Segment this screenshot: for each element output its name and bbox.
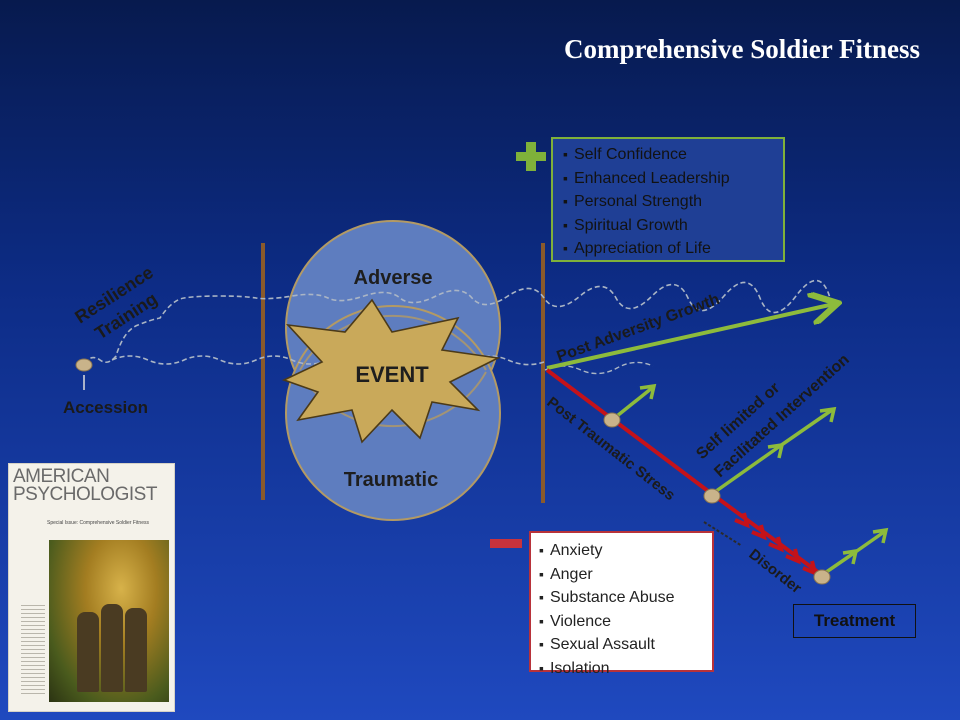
journal-side-text — [21, 604, 45, 694]
masthead-line-2: PSYCHOLOGIST — [13, 484, 157, 505]
statue-figure — [125, 608, 147, 692]
negative-outcomes-box: Anxiety Anger Substance Abuse Violence S… — [529, 531, 714, 677]
cover-photo — [49, 540, 169, 702]
recovery-arrows — [610, 383, 889, 577]
plus-icon — [516, 142, 546, 171]
post-traumatic-stress-arrow — [545, 368, 714, 496]
stress-node-1 — [603, 412, 621, 428]
positive-outcome-item: Appreciation of Life — [563, 237, 783, 261]
accession-label: Accession — [63, 398, 148, 417]
negative-outcome-item: Sexual Assault — [539, 633, 712, 657]
journal-masthead: AMERICAN PSYCHOLOGIST — [9, 464, 174, 504]
positive-outcome-item: Personal Strength — [563, 190, 783, 214]
positive-outcomes-box: Self Confidence Enhanced Leadership Pers… — [551, 137, 785, 262]
statue-figure — [101, 604, 123, 692]
stress-node-2 — [703, 488, 721, 504]
negative-outcome-item: Violence — [539, 610, 712, 634]
right-boundary-bar — [541, 243, 545, 503]
journal-issue-title: Special Issue: Comprehensive Soldier Fit… — [47, 520, 149, 526]
event-label: EVENT — [355, 362, 429, 387]
disorder-node — [813, 569, 831, 585]
slide-title: Comprehensive Soldier Fitness — [563, 34, 920, 64]
journal-fine-print: ​ — [9, 504, 174, 512]
post-traumatic-stress-label: Post Traumatic Stress — [544, 394, 679, 504]
post-adversity-growth-arrow — [546, 304, 834, 370]
journal-cover: AMERICAN PSYCHOLOGIST ​ Special Issue: C… — [8, 463, 175, 712]
positive-outcome-item: Spiritual Growth — [563, 214, 783, 238]
treatment-box: Treatment — [793, 604, 916, 638]
resilience-wave — [83, 279, 831, 364]
negative-outcome-item: Anger — [539, 563, 712, 587]
negative-outcome-item: Isolation — [539, 657, 712, 681]
masthead-line-1: AMERICAN — [13, 466, 110, 487]
event-star — [281, 298, 501, 444]
positive-outcome-item: Self Confidence — [563, 143, 783, 167]
traumatic-label: Traumatic — [344, 469, 438, 491]
statue-figure — [77, 612, 99, 692]
post-adversity-growth-label: Post Adversity Growth — [555, 291, 722, 366]
negative-outcome-item: Substance Abuse — [539, 586, 712, 610]
minus-icon — [490, 539, 522, 548]
adverse-label: Adverse — [354, 267, 433, 289]
positive-outcome-item: Enhanced Leadership — [563, 167, 783, 191]
accession-node — [75, 358, 93, 372]
left-boundary-bar — [261, 243, 265, 500]
negative-outcome-item: Anxiety — [539, 539, 712, 563]
disorder-arrow — [710, 492, 824, 577]
